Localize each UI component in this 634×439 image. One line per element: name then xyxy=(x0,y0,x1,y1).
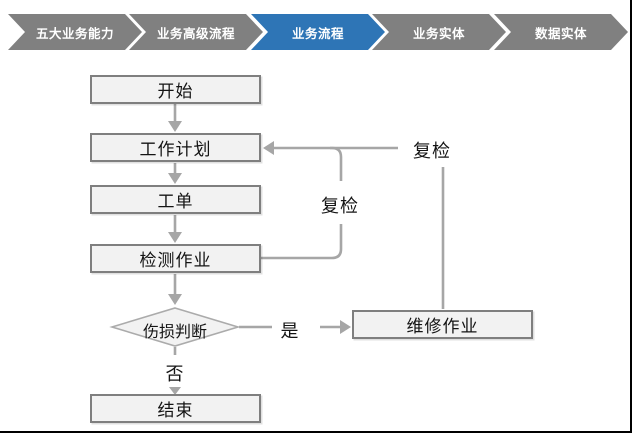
arrowhead-into-workplan-top xyxy=(168,121,182,132)
step-label: 五大业务能力 xyxy=(35,26,114,41)
step-business-process-active[interactable]: 业务流程 xyxy=(251,14,385,50)
node-start: 开始 xyxy=(90,75,261,104)
step-business-highlevel-process[interactable]: 业务高级流程 xyxy=(129,14,263,50)
arrowhead-into-workorder xyxy=(168,173,182,184)
edge-recheck-inner-upper xyxy=(330,146,343,181)
node-end: 结束 xyxy=(90,394,261,423)
node-work-plan: 工作计划 xyxy=(90,133,261,162)
node-inspection: 检测作业 xyxy=(90,244,261,273)
node-work-plan-label: 工作计划 xyxy=(139,140,212,159)
arrowhead-into-inspection xyxy=(168,232,182,243)
step-data-entity[interactable]: 数据实体 xyxy=(494,14,628,50)
edge-label-recheck-outer: 复检 xyxy=(413,141,451,161)
edge-label-recheck-inner: 复检 xyxy=(321,196,359,216)
step-label: 业务流程 xyxy=(291,26,344,41)
arrowhead-into-workplan-right xyxy=(263,141,274,155)
step-five-business-capabilities[interactable]: 五大业务能力 xyxy=(8,14,142,50)
node-repair: 维修作业 xyxy=(352,310,533,339)
node-decision-label: 伤损判断 xyxy=(142,324,207,341)
step-label: 业务高级流程 xyxy=(156,26,235,41)
frame-bottom-border xyxy=(0,431,632,433)
edge-label-yes: 是 xyxy=(280,321,300,341)
step-label: 业务实体 xyxy=(412,26,465,41)
step-business-entity[interactable]: 业务实体 xyxy=(372,14,506,50)
edge-recheck-inner-lower xyxy=(261,224,343,260)
node-start-label: 开始 xyxy=(157,82,194,101)
arrowhead-into-decision xyxy=(168,294,182,305)
node-inspection-label: 检测作业 xyxy=(139,251,212,270)
node-work-order-label: 工单 xyxy=(157,192,194,211)
node-work-order: 工单 xyxy=(90,185,261,214)
arrowhead-into-repair xyxy=(340,320,351,334)
edge-label-no: 否 xyxy=(165,364,185,384)
step-label: 数据实体 xyxy=(534,26,587,41)
node-repair-label: 维修作业 xyxy=(406,317,479,336)
node-end-label: 结束 xyxy=(157,401,194,420)
frame-right-border xyxy=(630,0,632,433)
